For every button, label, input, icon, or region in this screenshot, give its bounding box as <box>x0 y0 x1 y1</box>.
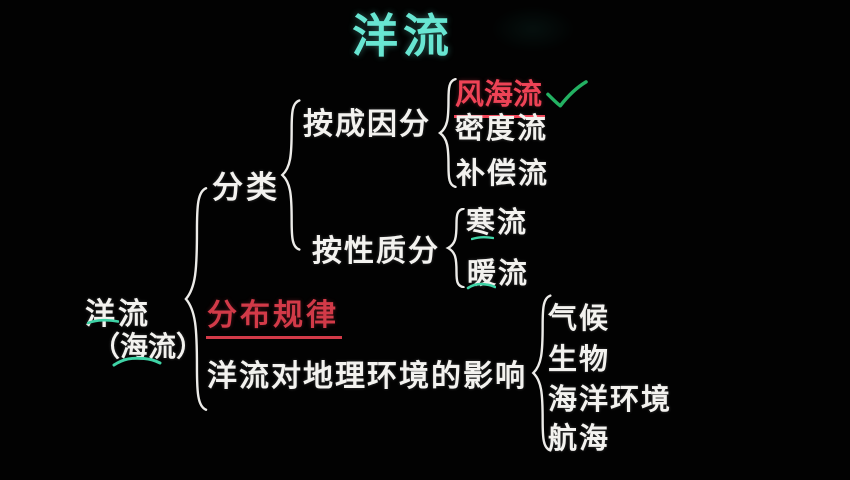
node-compensation-current: 补偿流 <box>456 158 550 190</box>
teal-swoosh-mark-icon <box>112 354 162 368</box>
node-wind-current: 风海流 <box>454 71 546 118</box>
brace-by-nature <box>445 208 465 288</box>
node-marine-environment: 海洋环境 <box>548 384 673 416</box>
node-classification: 分类 <box>212 170 280 205</box>
checkmark-icon <box>546 80 588 108</box>
node-influence: 洋流对地理环境的影响 <box>207 360 527 393</box>
node-navigation: 航海 <box>548 423 611 455</box>
node-distribution: 分布规律 <box>206 290 342 339</box>
map-title: 洋流 <box>352 11 454 62</box>
erased-marker-smudge <box>490 6 576 52</box>
brace-root <box>182 186 208 412</box>
brace-classification <box>279 99 301 251</box>
node-cold-current: 寒流 <box>466 207 529 239</box>
teal-scribble-mark-icon <box>466 281 496 290</box>
node-density-current: 密度流 <box>455 113 549 145</box>
root-node-label-line1: 洋流 <box>85 298 151 331</box>
node-by-cause: 按成因分 <box>303 108 431 141</box>
teal-underline-mark-icon <box>87 317 119 325</box>
teal-dash-mark-icon <box>471 235 494 241</box>
node-biology: 生物 <box>548 344 611 376</box>
brace-by-cause <box>437 78 457 188</box>
brace-influence <box>530 294 552 452</box>
node-by-nature: 按性质分 <box>312 235 440 268</box>
node-climate: 气候 <box>548 303 611 335</box>
